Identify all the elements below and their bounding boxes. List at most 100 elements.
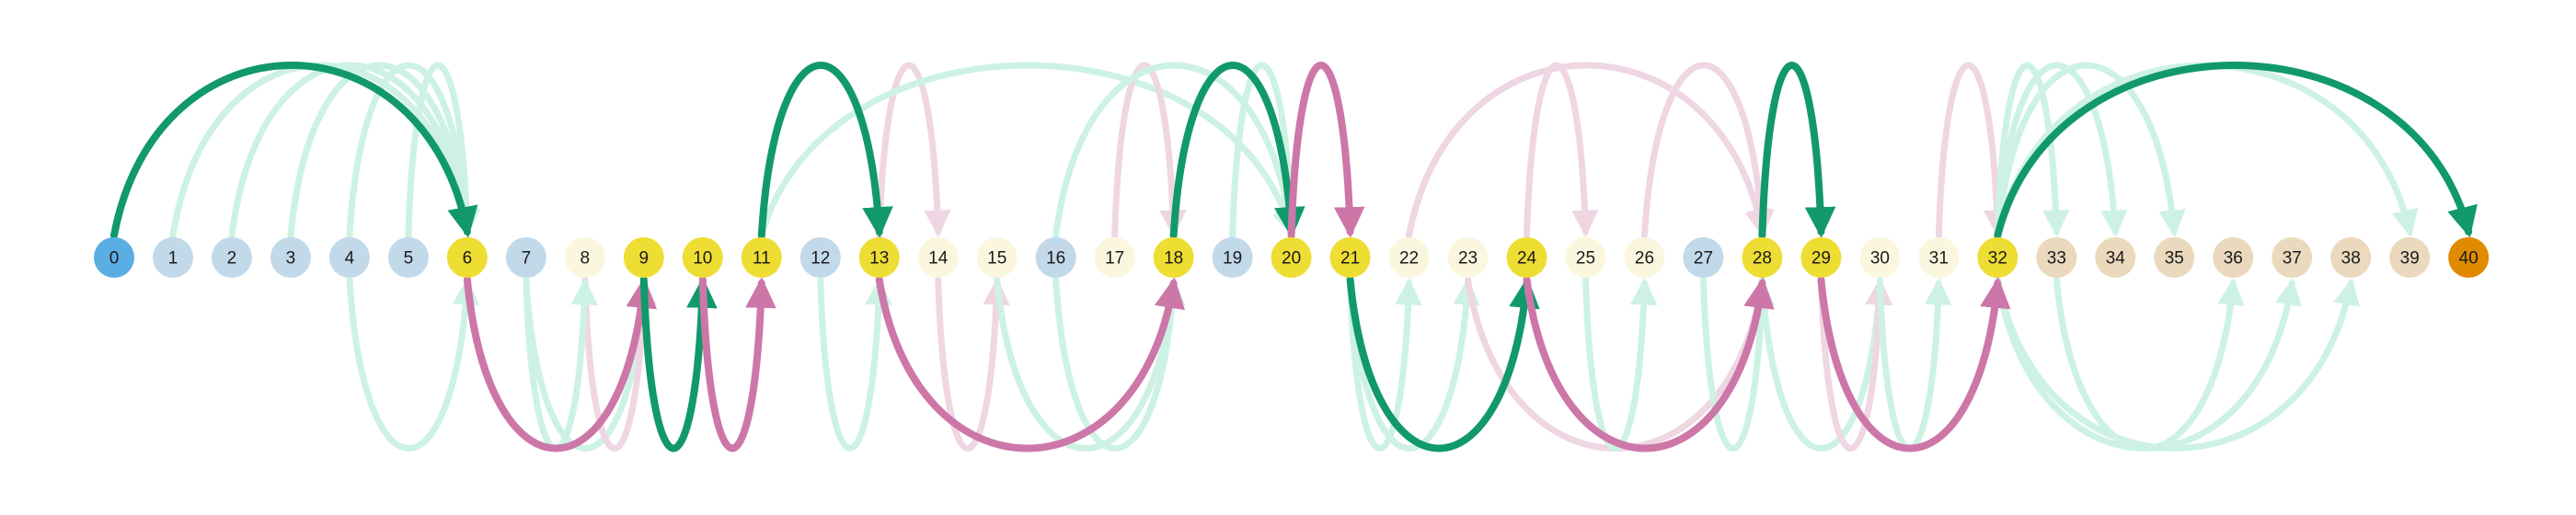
node-1: 1: [152, 237, 193, 278]
faint-edge-32-34: [1994, 62, 2128, 239]
node-label: 0: [109, 249, 120, 269]
faint-edge-4-6: [346, 62, 480, 239]
faint-edge-21-23: [1347, 276, 1480, 452]
faint-edge-32-33: [1994, 62, 2070, 239]
faint-edge-33-36: [2053, 276, 2245, 452]
faint-edge-32-35: [1994, 62, 2186, 239]
node-28: 28: [1742, 237, 1783, 278]
faint-edge-16-20: [1052, 62, 1303, 239]
node-5: 5: [387, 237, 429, 278]
node-39: 39: [2389, 237, 2431, 278]
node-34: 34: [2095, 237, 2136, 278]
node-circle: [1742, 237, 1783, 278]
path-edge-9-10: [639, 276, 718, 452]
faint-edge-21-22: [1347, 276, 1422, 452]
node-circle: [976, 237, 1018, 278]
node-label: 21: [1340, 249, 1360, 269]
path-edge-20-21: [1287, 62, 1365, 239]
node-label: 27: [1694, 249, 1713, 269]
node-25: 25: [1565, 237, 1606, 278]
node-circle: [1094, 237, 1135, 278]
node-8: 8: [564, 237, 605, 278]
node-circle: [623, 237, 664, 278]
path-edge-18-20: [1169, 62, 1305, 239]
node-13: 13: [858, 237, 900, 278]
node-35: 35: [2154, 237, 2195, 278]
faint-edge-26-28: [1640, 62, 1775, 239]
node-circle: [741, 237, 782, 278]
node-circle: [858, 237, 900, 278]
node-circle: [799, 237, 841, 278]
node-circle: [1506, 237, 1547, 278]
path-edge-0-6: [110, 62, 478, 239]
faint-edge-28-30: [1758, 276, 1892, 452]
path-edge-11-13: [757, 62, 893, 239]
faint-edge-24-25: [1524, 62, 1599, 239]
node-31: 31: [1918, 237, 1960, 278]
node-circle: [1212, 237, 1253, 278]
faint-edge-22-28: [1406, 62, 1772, 239]
faint-edge-27-28: [1699, 276, 1776, 452]
node-circle: [387, 237, 429, 278]
node-circle: [917, 237, 959, 278]
faint-edge-25-26: [1582, 276, 1658, 452]
node-3: 3: [270, 237, 311, 278]
node-20: 20: [1271, 237, 1312, 278]
path-edges-layer: [110, 62, 2478, 452]
faint-edge-2-6: [228, 62, 478, 239]
node-label: 38: [2341, 249, 2361, 269]
faint-edge-12-13: [817, 276, 892, 452]
path-edge-10-11: [698, 276, 776, 452]
node-label: 8: [581, 249, 591, 269]
node-label: 37: [2283, 249, 2302, 269]
node-label: 6: [463, 249, 473, 269]
node-38: 38: [2330, 237, 2372, 278]
node-4: 4: [328, 237, 370, 278]
node-circle: [2389, 237, 2431, 278]
node-circle: [94, 237, 134, 278]
faint-edge-30-31: [1876, 276, 1952, 452]
faint-edges-layer: [169, 62, 2419, 452]
node-label: 11: [753, 249, 771, 269]
node-circle: [1388, 237, 1430, 278]
node-circle: [1565, 237, 1606, 278]
node-label: 4: [345, 249, 355, 269]
node-0: 0: [94, 237, 134, 278]
node-label: 29: [1811, 249, 1831, 269]
path-edge-29-32: [1817, 276, 2011, 452]
faint-edge-32-37: [1994, 276, 2303, 452]
node-7: 7: [505, 237, 546, 278]
node-label: 19: [1223, 249, 1242, 269]
node-9: 9: [623, 237, 664, 278]
node-label: 23: [1458, 249, 1478, 269]
node-circle: [505, 237, 546, 278]
faint-edge-5-6: [405, 62, 480, 239]
faint-edge-15-18: [994, 276, 1186, 452]
node-29: 29: [1800, 237, 1842, 278]
path-edge-32-40: [1994, 62, 2478, 239]
node-label: 12: [811, 249, 830, 269]
node-circle: [1271, 237, 1312, 278]
faint-edge-13-14: [876, 62, 951, 239]
node-label: 5: [404, 249, 414, 269]
node-label: 31: [1929, 249, 1949, 269]
node-circle: [1977, 237, 2018, 278]
node-circle: [1859, 237, 1901, 278]
node-label: 34: [2106, 249, 2126, 269]
faint-edge-32-38: [1994, 276, 2361, 452]
path-edge-13-18: [875, 276, 1185, 452]
faint-edge-31-32: [1935, 62, 2011, 239]
node-label: 10: [693, 249, 712, 269]
node-label: 30: [1870, 249, 1890, 269]
node-label: 22: [1399, 249, 1419, 269]
node-circle: [1624, 237, 1665, 278]
node-circle: [1447, 237, 1489, 278]
node-circle: [1800, 237, 1842, 278]
node-circle: [1683, 237, 1724, 278]
faint-edge-4-6: [346, 276, 480, 452]
node-30: 30: [1859, 237, 1901, 278]
node-circle: [564, 237, 605, 278]
node-circle: [152, 237, 193, 278]
node-circle: [1035, 237, 1076, 278]
node-10: 10: [682, 237, 723, 278]
